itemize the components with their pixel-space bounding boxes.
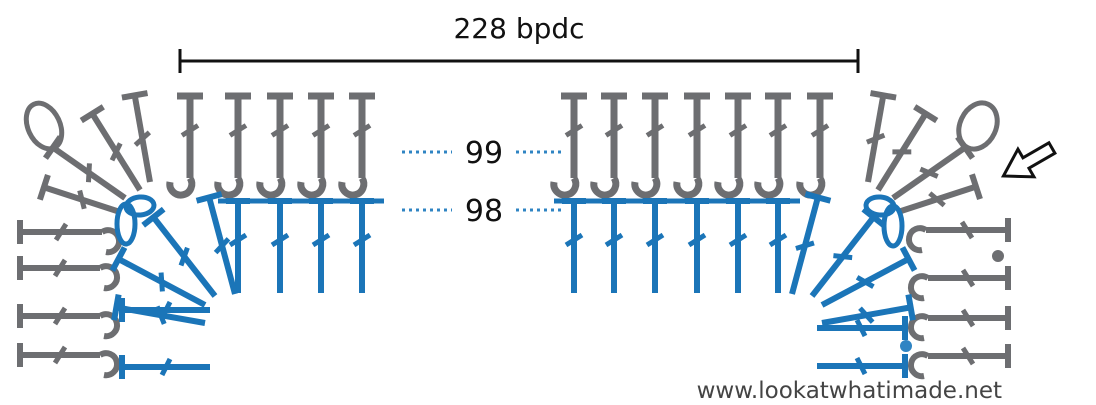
bpdc-stitch-icon bbox=[562, 198, 586, 293]
stitch-count-label: 228 bpdc bbox=[453, 12, 584, 45]
bpdc-stitch-icon bbox=[350, 198, 374, 293]
bpdc-stitch-icon bbox=[17, 256, 121, 292]
dc-stitch-icon bbox=[891, 135, 975, 201]
bpdc-stitch-icon bbox=[590, 92, 627, 199]
chain-loop-icon bbox=[881, 203, 905, 249]
bpdc-stitch-icon bbox=[338, 92, 375, 199]
dc-stitch-icon bbox=[109, 246, 207, 308]
bpdc-stitch-icon bbox=[166, 92, 203, 199]
bpdc-stitch-icon bbox=[714, 92, 751, 199]
slip-stitch-dot bbox=[900, 340, 912, 352]
bpdc-stitch-icon bbox=[214, 92, 251, 199]
dc-stitch-icon bbox=[121, 90, 153, 183]
arrow-left-icon bbox=[1000, 140, 1057, 179]
dc-stitch-icon bbox=[141, 206, 218, 298]
dc-stitch-icon bbox=[119, 298, 210, 322]
bpdc-stitch-icon bbox=[796, 92, 833, 199]
bpdc-stitch-icon bbox=[17, 304, 121, 340]
dc-stitch-icon bbox=[820, 246, 918, 308]
dc-stitch-icon bbox=[809, 206, 886, 298]
stitch-symbols bbox=[17, 90, 1011, 380]
dc-stitch-icon bbox=[821, 294, 916, 326]
bpdc-stitch-icon bbox=[643, 198, 667, 293]
dc-stitch-icon bbox=[37, 173, 121, 215]
bpdc-stitch-icon bbox=[297, 92, 334, 199]
dc-stitch-icon bbox=[119, 355, 210, 379]
row-99-marker: 99 bbox=[402, 136, 565, 171]
slip-stitch-dot bbox=[992, 250, 1004, 262]
bpdc-stitch-icon bbox=[685, 198, 709, 293]
dc-stitch-icon bbox=[789, 191, 832, 295]
row-98-marker: 98 bbox=[402, 194, 565, 229]
bpdc-stitch-icon bbox=[907, 266, 1011, 302]
bpdc-stitch-icon bbox=[754, 92, 791, 199]
bpdc-stitch-icon bbox=[673, 92, 710, 199]
bpdc-stitch-icon bbox=[309, 198, 333, 293]
bpdc-stitch-icon bbox=[17, 220, 123, 256]
dc-stitch-icon bbox=[79, 104, 143, 192]
dc-stitch-icon bbox=[43, 135, 127, 201]
bpdc-stitch-icon bbox=[907, 344, 1011, 380]
chain-loop-icon bbox=[123, 194, 157, 218]
dc-stitch-icon bbox=[897, 173, 983, 215]
bpdc-stitch-icon bbox=[550, 92, 587, 199]
bpdc-stitch-icon bbox=[17, 343, 121, 379]
row-number-99: 99 bbox=[465, 136, 503, 171]
watermark: www.lookatwhatimade.net bbox=[697, 378, 1002, 404]
bpdc-stitch-icon bbox=[907, 306, 1011, 342]
bpdc-stitch-icon bbox=[268, 198, 292, 293]
stitch-count-bracket bbox=[178, 49, 860, 73]
bpdc-stitch-icon bbox=[905, 218, 1011, 254]
chain-loop-icon bbox=[114, 201, 138, 247]
bpdc-stitch-icon bbox=[631, 92, 668, 199]
bpdc-stitch-icon bbox=[602, 198, 626, 293]
bpdc-stitch-icon bbox=[766, 198, 790, 293]
dc-stitch-icon bbox=[817, 316, 908, 340]
dc-stitch-icon bbox=[875, 104, 939, 192]
row-number-98: 98 bbox=[465, 194, 503, 229]
dc-stitch-icon bbox=[817, 354, 908, 378]
bpdc-stitch-icon bbox=[256, 92, 293, 199]
chain-loop-icon bbox=[956, 100, 1000, 152]
chain-loop-icon bbox=[23, 100, 65, 152]
dc-stitch-icon bbox=[865, 90, 897, 183]
dc-stitch-icon bbox=[195, 191, 238, 295]
bpdc-stitch-icon bbox=[726, 198, 750, 293]
